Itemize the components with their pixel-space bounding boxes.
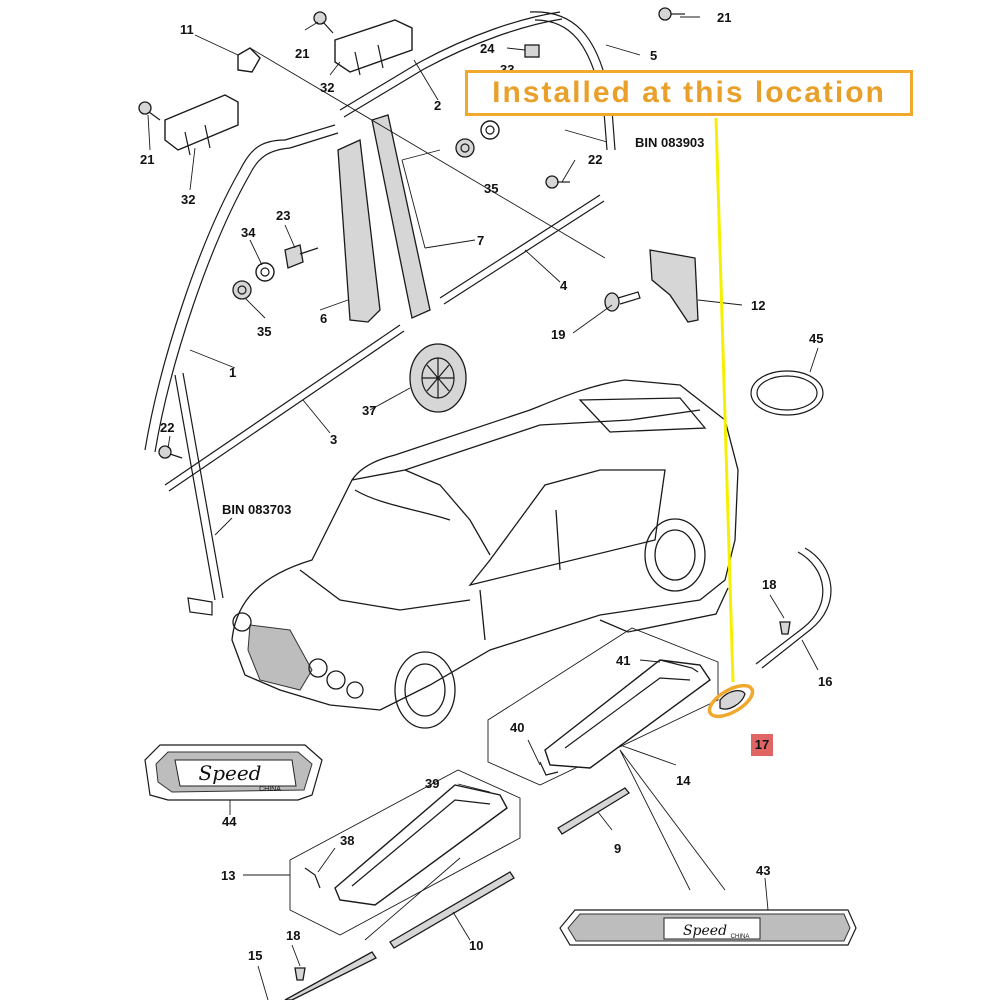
ref-rear-bin: BIN 083903 xyxy=(635,135,704,150)
part-39-sill-plate xyxy=(334,784,508,906)
part-41-sill-plate xyxy=(544,659,711,769)
label-21b: 21 xyxy=(717,10,731,25)
front-pillar-bracket xyxy=(174,372,224,616)
part-43-sill-plate: Speed CHINA xyxy=(559,909,857,946)
label-19: 19 xyxy=(551,327,565,342)
label-21c: 21 xyxy=(140,152,154,167)
part-21-screw-c xyxy=(138,101,161,121)
label-18a: 18 xyxy=(762,577,776,592)
label-24: 24 xyxy=(480,41,495,56)
part-44-speed-emblem: Speed CHINA xyxy=(144,744,323,801)
label-34: 34 xyxy=(241,225,256,240)
part-9-moulding-strip xyxy=(557,787,630,835)
part-19-bolt xyxy=(604,291,641,312)
label-38: 38 xyxy=(340,833,354,848)
part-40-end-cap xyxy=(539,761,559,776)
label-15: 15 xyxy=(248,948,262,963)
part-18-clip-a xyxy=(779,621,791,635)
part-22-screw-b xyxy=(158,445,183,459)
part-15-moulding-strip xyxy=(284,951,377,1000)
leader-lines xyxy=(147,16,819,1000)
sill-group-13-frame xyxy=(289,769,521,936)
part-21-screw-b xyxy=(658,7,685,21)
label-32b: 32 xyxy=(181,192,195,207)
part-4-belt-moulding xyxy=(439,194,605,305)
label-14: 14 xyxy=(676,773,691,788)
part-11-clip xyxy=(237,47,261,73)
emblem-script: Speed xyxy=(199,761,262,785)
label-4: 4 xyxy=(560,278,568,293)
part-12-trim-piece xyxy=(649,249,699,323)
label-45: 45 xyxy=(809,331,823,346)
label-35b: 35 xyxy=(257,324,271,339)
label-7: 7 xyxy=(477,233,484,248)
sill-script: Speed xyxy=(683,923,727,939)
label-3: 3 xyxy=(330,432,337,447)
part-35-nut-a xyxy=(480,120,500,140)
part-35-nut-b xyxy=(455,138,475,158)
part-1-frame-moulding xyxy=(144,124,339,453)
part-18-clip-b xyxy=(294,967,306,981)
highlighted-part-label: 17 xyxy=(751,734,773,756)
part-16-rear-trim xyxy=(755,547,832,669)
part-23-stud xyxy=(284,244,319,269)
part-32-bracket-b xyxy=(164,94,239,156)
label-18b: 18 xyxy=(286,928,300,943)
label-37: 37 xyxy=(362,403,376,418)
part-34-washer xyxy=(255,262,275,282)
part-7-pillar-trim xyxy=(371,114,431,319)
part-24-clip xyxy=(524,44,540,58)
car-illustration xyxy=(231,379,739,729)
label-35a: 35 xyxy=(484,181,498,196)
label-6: 6 xyxy=(320,311,327,326)
ref-front-bin: BIN 083703 xyxy=(222,502,291,517)
label-2: 2 xyxy=(434,98,441,113)
part-17-emblem xyxy=(719,689,746,710)
label-13: 13 xyxy=(221,868,235,883)
label-39: 39 xyxy=(425,776,439,791)
label-44: 44 xyxy=(222,814,237,829)
label-16: 16 xyxy=(818,674,832,689)
label-12: 12 xyxy=(751,298,765,313)
part-22-screw-a xyxy=(545,175,570,189)
label-23: 23 xyxy=(276,208,290,223)
sill-group-14-frame xyxy=(487,627,719,786)
part-37-wheel-badge xyxy=(409,343,467,413)
emblem-sub: CHINA xyxy=(259,786,281,793)
highlight-ring xyxy=(707,683,755,719)
sill-sub: CHINA xyxy=(731,934,750,940)
part-6-pillar-trim xyxy=(337,139,381,323)
label-9: 9 xyxy=(614,841,621,856)
part-45-seal-ring xyxy=(750,370,824,416)
label-32a: 32 xyxy=(320,80,334,95)
part-32-bracket-a xyxy=(334,19,413,76)
part-10-moulding-strip xyxy=(389,871,515,949)
callout-number-labels: 11 21 21 21 24 33 5 32 32 2 35 35 22 22 … xyxy=(140,10,832,963)
installation-callout-box: Installed at this location xyxy=(465,70,913,116)
part-3-belt-moulding xyxy=(164,324,405,492)
label-11: 11 xyxy=(180,22,194,37)
label-41: 41 xyxy=(616,653,630,668)
part-2-roof-moulding xyxy=(339,11,563,118)
part-21-screw-a xyxy=(313,11,334,34)
label-1: 1 xyxy=(229,365,236,380)
label-40: 40 xyxy=(510,720,524,735)
label-5: 5 xyxy=(650,48,657,63)
part-38-end-cap xyxy=(304,867,321,889)
part-35-nut-c xyxy=(232,280,252,300)
label-10: 10 xyxy=(469,938,483,953)
label-22b: 22 xyxy=(160,420,174,435)
label-22a: 22 xyxy=(588,152,602,167)
callout-leader-line xyxy=(714,117,735,683)
label-43: 43 xyxy=(756,863,770,878)
label-21a: 21 xyxy=(295,46,309,61)
